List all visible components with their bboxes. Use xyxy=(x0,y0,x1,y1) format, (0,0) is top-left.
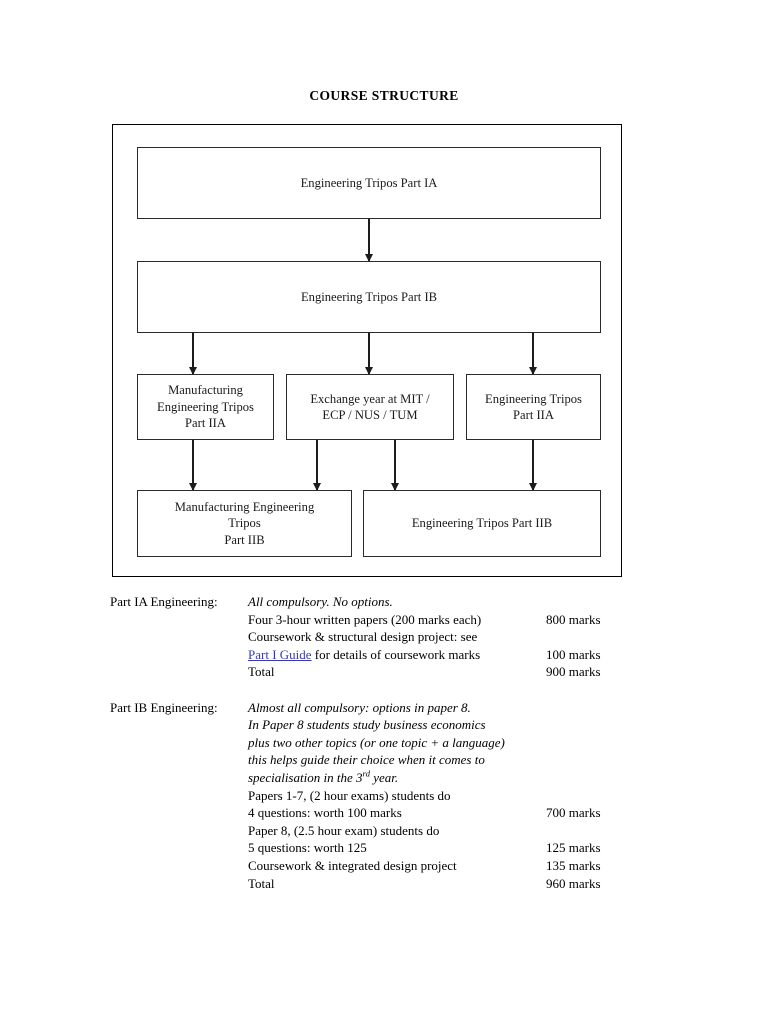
node-label-exchange-line2: ECP / NUS / TUM xyxy=(322,408,418,422)
note-row-text: Total xyxy=(248,664,275,680)
arrow-ia-to-ib xyxy=(368,219,370,261)
ordinal-suffix: rd xyxy=(362,768,370,779)
note-row: Paper 8, (2.5 hour exam) students do xyxy=(248,822,768,840)
node-label-manufacturing-iia-line3: Part IIA xyxy=(185,416,226,431)
node-label-engineering-iia-line1: Engineering Tripos xyxy=(485,391,582,406)
flowchart-node-engineering-iia: Engineering Tripos Part IIA xyxy=(466,374,601,440)
ordinal-tail: year. xyxy=(370,769,399,785)
flowchart-node-engineering-iib: Engineering Tripos Part IIB xyxy=(363,490,601,557)
notes-section: Part IA Engineering: All compulsory. No … xyxy=(0,593,768,892)
note-row: Four 3-hour written papers (200 marks ea… xyxy=(248,611,768,629)
note-intro-part-ia: All compulsory. No options. xyxy=(248,594,393,609)
note-row: Part I Guide for details of coursework m… xyxy=(248,646,768,664)
note-row-marks: 900 marks xyxy=(546,664,601,680)
node-label-exchange-line1: Exchange year at MIT / xyxy=(310,391,430,406)
note-row-text: for details of coursework marks xyxy=(311,646,481,662)
note-row-marks: 125 marks xyxy=(546,840,601,856)
node-label-part-ia: Engineering Tripos Part IA xyxy=(300,175,438,190)
note-row-text: Paper 8, (2.5 hour exam) students do xyxy=(248,822,440,838)
flowchart-node-part-ib: Engineering Tripos Part IB xyxy=(137,261,601,333)
note-block-part-ia: Part IA Engineering: All compulsory. No … xyxy=(0,593,768,681)
note-row-text: 4 questions: worth 100 marks xyxy=(248,805,402,821)
note-row: Coursework & integrated design project 1… xyxy=(248,857,768,875)
note-body-part-ia: All compulsory. No options. Four 3-hour … xyxy=(248,593,768,681)
flowchart-node-manufacturing-iib: Manufacturing Engineering Tripos Part II… xyxy=(137,490,352,557)
node-label-engineering-iib: Engineering Tripos Part IIB xyxy=(411,516,553,531)
arrow-exchange-to-manufacturing-iib xyxy=(316,440,318,490)
note-row-text: Coursework & integrated design project xyxy=(248,857,457,873)
note-row-marks: 700 marks xyxy=(546,805,601,821)
node-label-manufacturing-iia-line2: Engineering Tripos xyxy=(157,399,254,414)
arrow-exchange-to-engineering-iib xyxy=(394,440,396,490)
note-row-text: Coursework & structural design project: … xyxy=(248,629,478,645)
arrow-ib-to-engineering-iia xyxy=(532,333,534,374)
note-label-part-ib: Part IB Engineering: xyxy=(110,699,218,715)
note-row-text: 5 questions: worth 125 xyxy=(248,840,367,856)
note-row-text: Four 3-hour written papers (200 marks ea… xyxy=(248,611,482,627)
note-row-text: Papers 1-7, (2 hour exams) students do xyxy=(248,787,451,803)
note-row: 4 questions: worth 100 marks 700 marks xyxy=(248,804,768,822)
arrow-ib-to-exchange-year xyxy=(368,333,370,374)
note-body-part-ib: Almost all compulsory: options in paper … xyxy=(248,699,768,893)
note-row: Papers 1-7, (2 hour exams) students do xyxy=(248,787,768,805)
note-intro-line-ordinal: specialisation in the 3rd year. xyxy=(248,769,768,787)
note-intro-line: this helps guide their choice when it co… xyxy=(248,752,485,768)
note-label-part-ia: Part IA Engineering: xyxy=(110,594,218,609)
arrow-ib-to-manufacturing-iia xyxy=(192,333,194,374)
note-row-text: Total xyxy=(248,875,275,891)
node-label-manufacturing-iia-line1: Manufacturing xyxy=(168,383,243,398)
note-row: Total 960 marks xyxy=(248,875,768,893)
note-intro-line: plus two other topics (or one topic + a … xyxy=(248,734,505,750)
node-label-manufacturing-iib-line1: Manufacturing Engineering xyxy=(174,499,315,514)
flowchart-node-exchange-year: Exchange year at MIT / ECP / NUS / TUM xyxy=(286,374,454,440)
node-label-part-ib: Engineering Tripos Part IB xyxy=(300,289,438,304)
note-row: Total 900 marks xyxy=(248,663,768,681)
note-intro-line: In Paper 8 students study business econo… xyxy=(248,717,486,733)
note-row-marks: 135 marks xyxy=(546,857,601,873)
note-row: 5 questions: worth 125 125 marks xyxy=(248,839,768,857)
ordinal-prefix: specialisation in the 3 xyxy=(248,769,363,785)
node-label-manufacturing-iib-line3: Part IIB xyxy=(224,532,265,547)
node-label-engineering-iia-line2: Part IIA xyxy=(513,408,554,422)
arrow-engineering-iia-to-engineering-iib xyxy=(532,440,534,490)
part-i-guide-link[interactable]: Part I Guide xyxy=(248,646,312,662)
note-row-marks: 800 marks xyxy=(546,611,601,627)
note-intro-line: Almost all compulsory: options in paper … xyxy=(248,699,471,715)
course-structure-flowchart: Engineering Tripos Part IA Engineering T… xyxy=(112,124,622,577)
note-row-marks: 960 marks xyxy=(546,875,601,891)
node-label-manufacturing-iib-line2: Tripos xyxy=(228,516,261,531)
flowchart-node-manufacturing-iia: Manufacturing Engineering Tripos Part II… xyxy=(137,374,274,440)
arrow-manufacturing-iia-to-manufacturing-iib xyxy=(192,440,194,490)
flowchart-node-part-ia: Engineering Tripos Part IA xyxy=(137,147,601,219)
note-block-part-ib: Part IB Engineering: Almost all compulso… xyxy=(0,699,768,893)
note-row: Coursework & structural design project: … xyxy=(248,628,768,646)
page-title: COURSE STRUCTURE xyxy=(309,88,459,103)
note-row-marks: 100 marks xyxy=(546,646,601,662)
